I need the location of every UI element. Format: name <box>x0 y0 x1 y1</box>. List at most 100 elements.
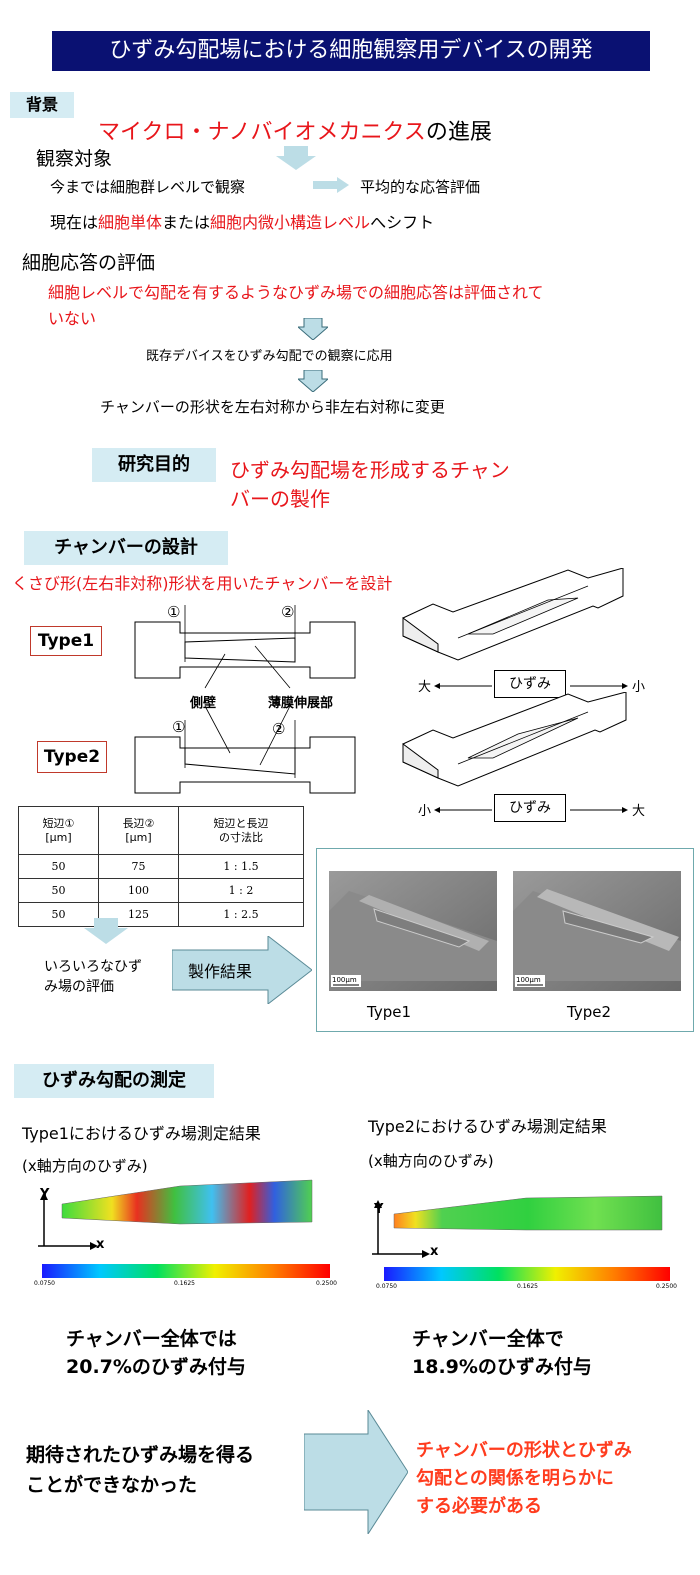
down-arrow-icon <box>84 918 128 944</box>
section-tag-background: 背景 <box>10 92 74 118</box>
sem-photo-type1 <box>329 871 497 991</box>
conclusion-left-line1: 期待されたひずみ場を得る <box>26 1444 255 1466</box>
right-arrow-icon <box>570 807 628 813</box>
eval-text-line2: み場の評価 <box>44 979 114 995</box>
small-label: 小 <box>632 680 646 695</box>
header-text: 短辺と長辺 <box>213 816 269 830</box>
table-cell: 1 : 2.5 <box>178 902 304 927</box>
table-header-cell: 長辺②[μm] <box>98 806 179 855</box>
eval-text-line1: いろいろなひず <box>44 959 142 975</box>
observation-line2: 現在は細胞単体または細胞内微小構造レベルへシフト <box>50 209 434 233</box>
eval-red-line1: 細胞レベルで勾配を有するようなひずみ場での細胞応答は評価されて <box>48 283 544 302</box>
page-title: ひずみ勾配場における細胞観察用デバイスの開発 <box>52 31 650 71</box>
table-cell: 50 <box>18 854 99 879</box>
small-label: 小 <box>418 804 432 819</box>
circle-label-2: ② <box>272 720 286 738</box>
colorbar-max: 0.2500 <box>656 1283 677 1290</box>
membrane-label: 薄膜伸展部 <box>268 696 334 711</box>
table-cell: 75 <box>98 854 179 879</box>
step1-text: 既存デバイスをひずみ勾配での観察に応用 <box>146 349 393 364</box>
down-arrow-icon <box>298 370 328 392</box>
type1-result-line1: チャンバー全体では <box>66 1328 237 1350</box>
table-row: 50 125 1 : 2.5 <box>18 902 304 927</box>
header-unit: [μm] <box>45 830 72 844</box>
observation-line1-left: 今までは細胞群レベルで観察 <box>50 178 246 196</box>
right-arrow-icon <box>313 177 349 193</box>
colorbar-min: 0.0750 <box>34 1280 55 1287</box>
line2-part-d: 細胞内微小構造レベル <box>210 213 371 232</box>
headline-red: マイクロ・ナノバイオメカニクス <box>98 120 426 145</box>
eval-red-line2: いない <box>48 309 97 328</box>
table-cell: 1 : 2 <box>178 878 304 903</box>
section-tag-design: チャンバーの設計 <box>24 531 228 565</box>
line2-part-c: または <box>162 213 211 232</box>
header-text: 長辺② <box>122 816 155 830</box>
design-subtitle: くさび形(左右非対称)形状を用いたチャンバーを設計 <box>12 574 393 593</box>
strain-map-type2 <box>372 1195 663 1258</box>
table-cell: 100 <box>98 878 179 903</box>
sidewall-label: 側壁 <box>190 696 217 711</box>
strain-scale-bottom: 小 ひずみ 大 <box>418 794 650 824</box>
strain-map-type1 <box>38 1179 313 1250</box>
type1-measure-sub: (x軸方向のひずみ) <box>22 1157 148 1175</box>
table-cell: 50 <box>18 878 99 903</box>
result-label: 製作結果 <box>188 962 253 981</box>
conclusion-right-line2: 勾配との関係を明らかに <box>416 1468 614 1489</box>
line2-part-b: 細胞単体 <box>98 213 163 232</box>
type2-result-line2: 18.9%のひずみ付与 <box>412 1356 592 1378</box>
axis-x-label: x <box>430 1244 439 1259</box>
section-tag-purpose: 研究目的 <box>92 448 216 482</box>
chamber-design-diagram <box>134 605 356 794</box>
down-arrow-icon <box>276 146 316 170</box>
axis-x-label: x <box>96 1237 105 1252</box>
colorbar-type1 <box>42 1264 330 1278</box>
conclusion-left-line2: ことができなかった <box>26 1474 198 1496</box>
table-header-cell: 短辺と長辺の寸法比 <box>178 806 304 855</box>
type2-label: Type2 <box>37 741 107 773</box>
conclusion-right-line1: チャンバーの形状とひずみ <box>416 1440 632 1461</box>
colorbar-max: 0.2500 <box>316 1280 337 1287</box>
photo1-caption: Type1 <box>367 1003 411 1021</box>
circle-label-1: ① <box>172 718 186 736</box>
observation-heading: 観察対象 <box>36 148 113 170</box>
line2-part-e: へシフト <box>370 213 435 232</box>
colorbar-min: 0.0750 <box>376 1283 397 1290</box>
eval-heading: 細胞応答の評価 <box>22 252 156 274</box>
purpose-text-line2: バーの製作 <box>230 487 330 511</box>
colorbar-mid: 0.1625 <box>174 1280 195 1287</box>
conclusion-right-line3: する必要がある <box>416 1496 542 1517</box>
type1-label: Type1 <box>30 626 102 656</box>
right-arrow-icon <box>570 683 628 689</box>
sem-photo-type2 <box>513 871 681 991</box>
chamber-3d-type1 <box>402 568 624 661</box>
strain-label: ひずみ <box>494 670 566 698</box>
result-photo-box: 100μm 100μm Type1 Type2 <box>316 848 694 1032</box>
circle-label-1: ① <box>167 603 181 621</box>
scale-label: 100μm <box>516 976 541 984</box>
table-row: 50 100 1 : 2 <box>18 878 304 903</box>
strain-scale-top: 大 ひずみ 小 <box>418 670 650 700</box>
section-tag-measurement: ひずみ勾配の測定 <box>14 1064 214 1098</box>
table-cell: 1 : 1.5 <box>178 854 304 879</box>
type1-measure-title: Type1におけるひずみ場測定結果 <box>22 1124 261 1143</box>
type2-result-line1: チャンバー全体で <box>412 1328 564 1350</box>
type2-measure-title: Type2におけるひずみ場測定結果 <box>368 1117 607 1136</box>
line2-part-a: 現在は <box>50 213 99 232</box>
circle-label-2: ② <box>281 603 295 621</box>
left-arrow-icon <box>434 807 492 813</box>
table-row: 50 75 1 : 1.5 <box>18 854 304 879</box>
chamber-3d-type2 <box>402 692 627 787</box>
observation-line1-right: 平均的な応答評価 <box>360 178 481 196</box>
axis-y-label: Y <box>40 1187 50 1202</box>
large-label: 大 <box>418 680 432 695</box>
large-label: 大 <box>632 804 646 819</box>
step2-text: チャンバーの形状を左右対称から非左右対称に変更 <box>100 398 445 416</box>
type1-result-line2: 20.7%のひずみ付与 <box>66 1356 246 1378</box>
colorbar-mid: 0.1625 <box>517 1283 538 1290</box>
scale-label: 100μm <box>332 976 357 984</box>
strain-label: ひずみ <box>494 794 566 822</box>
axis-y-label: Y <box>374 1202 384 1217</box>
colorbar-type2 <box>384 1267 670 1281</box>
photo2-caption: Type2 <box>567 1003 611 1021</box>
purpose-text-line1: ひずみ勾配場を形成するチャン <box>230 458 510 482</box>
